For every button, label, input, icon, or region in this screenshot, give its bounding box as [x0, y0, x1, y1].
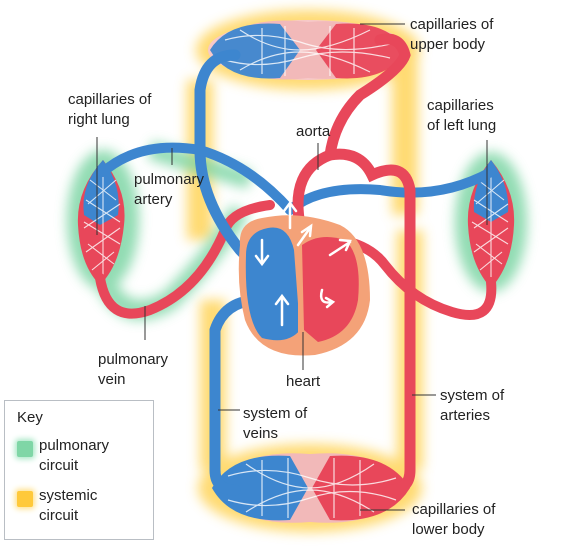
label-line: system of — [243, 405, 308, 422]
heart — [238, 200, 370, 356]
legend-line: systemic — [39, 487, 98, 504]
legend-systemic: systemic circuit — [39, 486, 97, 526]
label-line: aorta — [296, 123, 331, 140]
label-line: capillaries of — [410, 16, 494, 33]
label-line: upper body — [410, 36, 486, 53]
legend-title: Key — [17, 409, 43, 426]
pulmonary-veins — [95, 200, 497, 320]
systemic-swatch — [17, 491, 33, 507]
pulmonary-swatch — [17, 441, 33, 457]
system-of-arteries — [292, 33, 416, 496]
legend-line: circuit — [39, 507, 79, 524]
label-line: capillaries of — [412, 501, 496, 518]
label-line: of left lung — [427, 117, 497, 134]
label-system-of-arteries: system of arteries — [440, 386, 504, 426]
label-pulmonary-vein: pulmonary vein — [98, 350, 168, 390]
label-line: artery — [134, 191, 173, 208]
right-lung-capillaries — [77, 160, 125, 285]
label-capillaries-right-lung: capillaries of right lung — [68, 90, 151, 130]
label-line: capillaries of — [68, 91, 152, 108]
label-line: pulmonary — [98, 351, 169, 368]
left-lung-capillaries — [467, 160, 515, 288]
legend-line: circuit — [39, 457, 79, 474]
label-line: lower body — [412, 521, 485, 538]
label-capillaries-left-lung: capillaries of left lung — [427, 96, 496, 136]
label-system-of-veins: system of veins — [243, 404, 307, 444]
label-line: system of — [440, 387, 505, 404]
label-line: capillaries — [427, 97, 494, 114]
upper-body-capillaries — [208, 20, 408, 80]
legend-pulmonary: pulmonary circuit — [39, 436, 109, 476]
label-pulmonary-artery: pulmonary artery — [134, 170, 204, 210]
lower-body-capillaries — [212, 453, 410, 523]
label-line: right lung — [68, 111, 130, 128]
label-line: arteries — [440, 407, 491, 424]
label-capillaries-upper-body: capillaries of upper body — [410, 15, 493, 55]
label-capillaries-lower-body: capillaries of lower body — [412, 500, 495, 540]
label-line: heart — [286, 373, 321, 390]
label-heart: heart — [286, 372, 320, 392]
label-line: vein — [98, 371, 126, 388]
leader-lines — [96, 23, 488, 511]
label-aorta: aorta — [296, 122, 330, 142]
label-line: pulmonary — [134, 171, 205, 188]
legend-key: Key pulmonary circuit systemic circuit — [4, 400, 154, 540]
label-line: veins — [243, 425, 279, 442]
pulmonary-arteries — [98, 142, 496, 215]
legend-line: pulmonary — [39, 437, 110, 454]
